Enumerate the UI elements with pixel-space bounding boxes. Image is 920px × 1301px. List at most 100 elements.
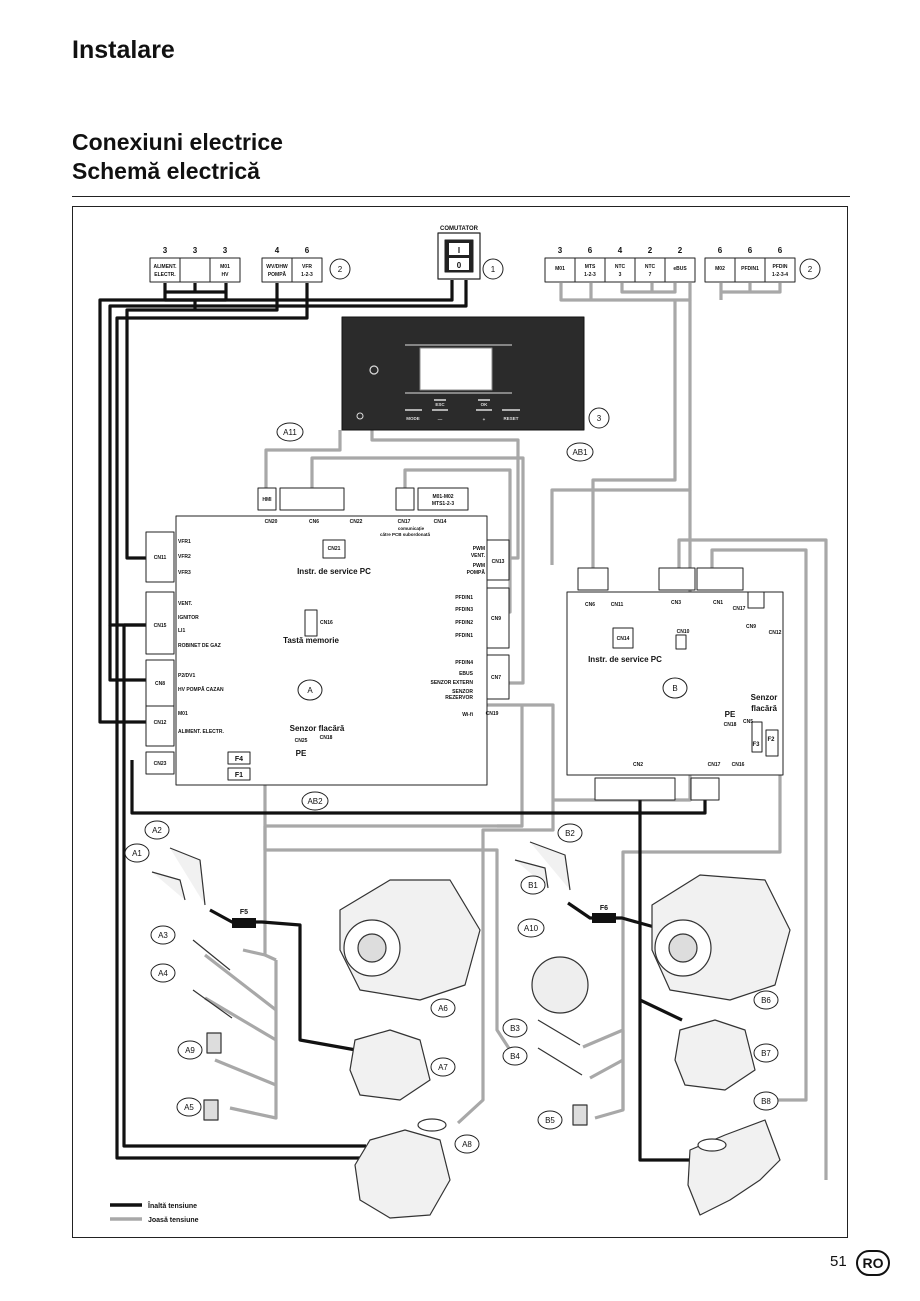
- right-terminal-block: [544, 257, 796, 283]
- a-pwm-1a: PWM: [473, 546, 485, 552]
- a-cn21: CN21: [328, 546, 341, 552]
- page-title: Conexiuni electrice Schemă electrică: [72, 128, 283, 186]
- board-a-label: A: [307, 686, 313, 695]
- b-senzor-2: flacără: [751, 704, 777, 713]
- a-alim: ALIMENT. ELECTR.: [178, 729, 224, 735]
- a-m01m02: M01-M02: [432, 494, 453, 500]
- low-voltage-wires: [204, 283, 828, 1180]
- b-cn17b: CN17: [708, 762, 721, 768]
- b-cn16: CN16: [732, 762, 745, 768]
- rt-num-2: 6: [588, 246, 593, 255]
- a-cn16: CN16: [320, 620, 333, 626]
- switch-title: COMUTATOR: [440, 226, 479, 232]
- rt-ntc7-1: NTC: [645, 264, 656, 270]
- diagram-frame: [72, 206, 848, 1238]
- panel-minus: —: [438, 417, 443, 422]
- callout-1: 1: [491, 265, 496, 274]
- callout-b1: B1: [528, 881, 538, 890]
- rt-num-5: 2: [678, 246, 683, 255]
- a-cn13: CN13: [492, 559, 505, 565]
- rt-num-3: 4: [618, 246, 623, 255]
- callout-b5: B5: [545, 1116, 555, 1125]
- rt-mts-2: 1-2-3: [584, 272, 596, 278]
- lt-vfr-2: 1-2-3: [301, 272, 313, 278]
- a-senzrez-1: SENZOR: [452, 689, 473, 695]
- a-pe: PE: [296, 749, 307, 758]
- callout-b6: B6: [761, 996, 771, 1005]
- b-cn17: CN17: [733, 606, 746, 612]
- a-cn22: CN22: [350, 519, 363, 525]
- a-senzrez-2: REZERVOR: [445, 695, 473, 701]
- lt-wv-1: WV/DHW: [266, 264, 288, 270]
- panel-ok: OK: [481, 402, 489, 407]
- rt-num-6: 6: [718, 246, 723, 255]
- a-li1: LI1: [178, 628, 185, 634]
- b-f3: F3: [752, 742, 760, 748]
- section-heading: Instalare: [72, 36, 175, 64]
- callout-b4: B4: [510, 1052, 520, 1061]
- a-cn19: CN19: [486, 711, 499, 717]
- fuse-f5-label: F5: [240, 909, 248, 916]
- callout-a1: A1: [132, 849, 142, 858]
- high-voltage-wires: [98, 280, 707, 1162]
- a-cn6: CN6: [309, 519, 319, 525]
- a-f1: F1: [235, 772, 243, 779]
- a-tasta: Tastă memorie: [283, 636, 339, 645]
- a-cn12: CN12: [154, 720, 167, 726]
- callout-ab1: AB1: [572, 448, 588, 457]
- left-terminal-block: [149, 257, 323, 283]
- legend-low: Joasă tensiune: [148, 1217, 199, 1224]
- callout-a9: A9: [185, 1046, 195, 1055]
- callout-3: 3: [597, 414, 602, 423]
- callout-b3: B3: [510, 1024, 520, 1033]
- legend-high: Înaltă tensiune: [147, 1201, 197, 1210]
- a-mts123: MTS1-2-3: [432, 501, 454, 507]
- a-cn9: CN9: [491, 616, 501, 622]
- callout-circles: [124, 258, 821, 1154]
- rt-num-8: 6: [778, 246, 783, 255]
- callout-a8: A8: [462, 1140, 472, 1149]
- b-cn10: CN10: [677, 629, 690, 635]
- a-cn14: CN14: [434, 519, 447, 525]
- a-senzor: Senzor flacără: [290, 724, 345, 733]
- b-instr: Instr. de service PC: [588, 655, 662, 664]
- callout-2-right: 2: [808, 265, 813, 274]
- lt-num-1: 3: [163, 246, 168, 255]
- board-a-outline: [145, 487, 510, 786]
- rt-num-7: 6: [748, 246, 753, 255]
- callout-b2: B2: [565, 829, 575, 838]
- lt-vfr-1: VFR: [302, 264, 312, 270]
- lt-num-5: 6: [305, 246, 310, 255]
- b-pe: PE: [725, 710, 736, 719]
- a-robinet: ROBINET DE GAZ: [178, 643, 221, 649]
- a-pfdin2: PFDIN2: [455, 620, 473, 626]
- panel-reset: RESET: [503, 416, 518, 421]
- b-cn18: CN18: [724, 722, 737, 728]
- a-cn11: CN11: [154, 555, 167, 561]
- rt-ntc7-2: 7: [649, 272, 652, 278]
- a-cn18: CN18: [320, 735, 333, 741]
- a-pwm-1b: VENT.: [471, 553, 486, 559]
- a-ebus: EBUS: [459, 671, 474, 677]
- b-f2: F2: [767, 737, 775, 743]
- a-pwm-2b: POMPĂ: [467, 569, 486, 576]
- a-senzext: SENZOR EXTERN: [430, 680, 473, 686]
- b-cn12: CN12: [769, 630, 782, 636]
- callout-a6: A6: [438, 1004, 448, 1013]
- lt-num-4: 4: [275, 246, 280, 255]
- a-cn20: CN20: [265, 519, 278, 525]
- title-line-1: Conexiuni electrice: [72, 129, 283, 155]
- a-f4: F4: [235, 756, 243, 763]
- b-cn6: CN6: [585, 602, 595, 608]
- rt-pfdin-1: PFDIN: [773, 264, 788, 270]
- callout-a10: A10: [524, 924, 539, 933]
- a-hmi: HMI: [262, 497, 272, 503]
- a-pwm-2a: PWM: [473, 563, 485, 569]
- a-pfdin3: PFDIN3: [455, 607, 473, 613]
- panel-plus: +: [483, 417, 486, 422]
- a-hvpompa: HV POMPĂ CAZAN: [178, 686, 224, 693]
- callout-a4: A4: [158, 969, 168, 978]
- lt-num-3: 3: [223, 246, 228, 255]
- callout-a11: A11: [283, 428, 297, 437]
